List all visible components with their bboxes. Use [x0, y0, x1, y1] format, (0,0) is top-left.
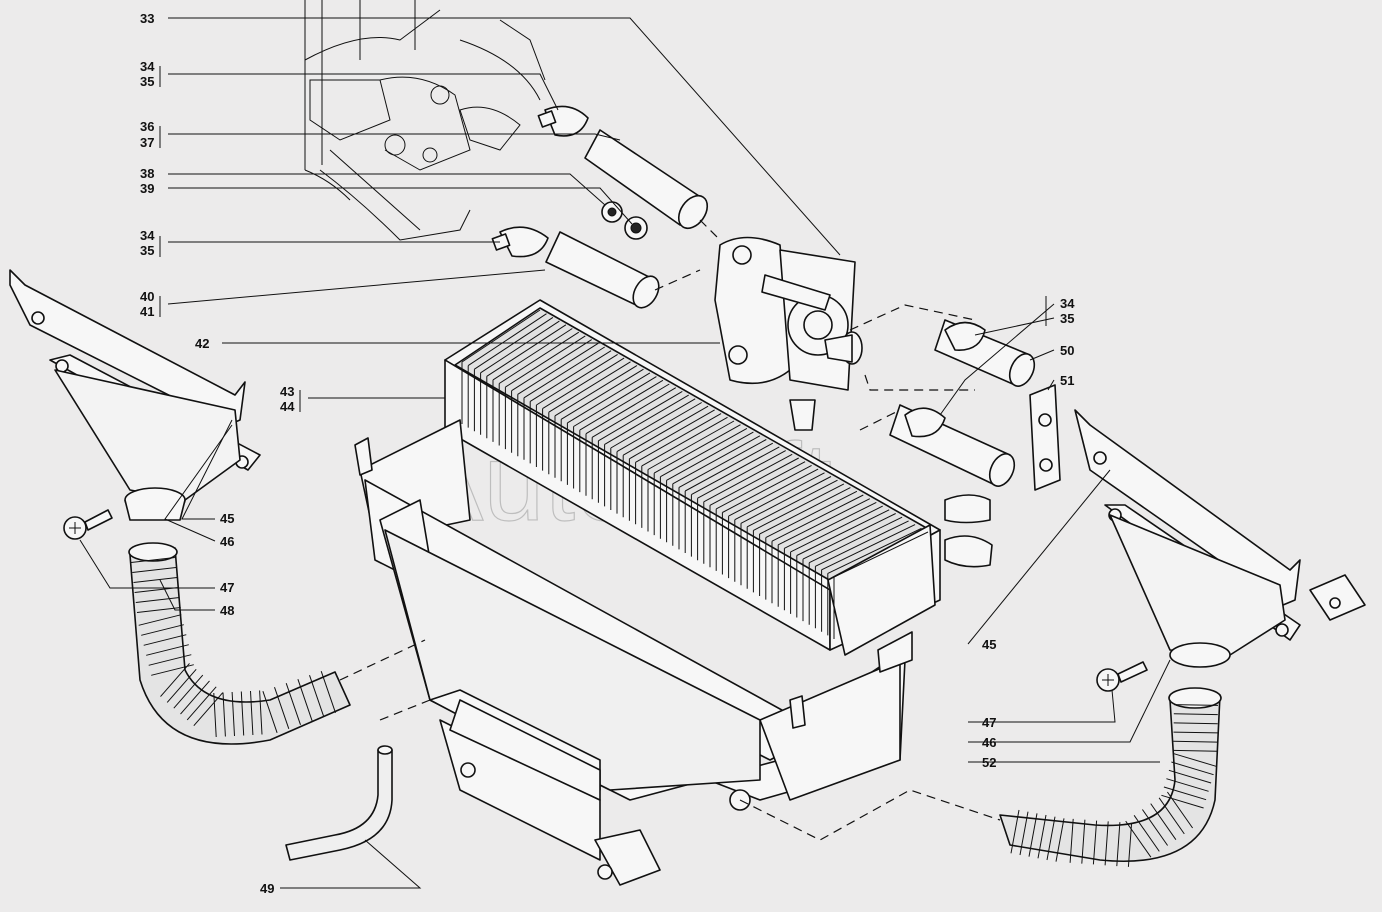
callout-50: 50: [1060, 343, 1074, 358]
heater-housing: [354, 419, 913, 886]
callout-45-right: 45: [982, 637, 996, 652]
heater-core-radiator: [444, 299, 993, 656]
right-flex-hose-52: [999, 687, 1222, 867]
callout-45-left: 45: [220, 511, 234, 526]
callout-47-right: 47: [982, 715, 996, 730]
left-air-duct: [9, 269, 261, 521]
callout-46-left: 46: [220, 534, 234, 549]
left-flex-hose-48: [128, 542, 351, 745]
callout-34: 34: [140, 59, 155, 74]
engine-bay-background: [304, 0, 546, 241]
callout-34-b: 34: [140, 228, 155, 243]
callout-44: 44: [280, 399, 295, 414]
callout-35: 35: [140, 74, 154, 89]
right-air-duct: [1074, 409, 1366, 668]
short-hose-50: [934, 319, 1036, 387]
callout-39: 39: [140, 181, 154, 196]
callout-49: 49: [260, 881, 274, 896]
dashed-outline-valve: [654, 219, 976, 431]
callout-35-c: 35: [1060, 311, 1074, 326]
leader-lines: [79, 17, 1171, 889]
callout-37: 37: [140, 135, 154, 150]
left-screw-47: [63, 509, 113, 540]
drain-tube-49: [285, 745, 393, 861]
callout-41: 41: [140, 304, 154, 319]
callout-40: 40: [140, 289, 154, 304]
callout-47-left: 47: [220, 580, 234, 595]
bracket-51: [1029, 384, 1061, 491]
dashed-outline-housing: [339, 639, 1001, 841]
hose-clamp-top: [537, 105, 589, 137]
hose-40-41: [545, 231, 660, 309]
callout-52: 52: [982, 755, 996, 770]
callout-51: 51: [1060, 373, 1074, 388]
short-hose-lower: [889, 404, 1016, 487]
callout-48: 48: [220, 603, 234, 618]
callout-42: 42: [195, 336, 209, 351]
nut-and-washer: [601, 201, 648, 240]
callout-36: 36: [140, 119, 154, 134]
callout-34-c: 34: [1060, 296, 1075, 311]
heater-valve-assembly: [714, 236, 863, 431]
hose-clamp-middle: [491, 226, 549, 258]
callout-33: 33: [140, 11, 154, 26]
right-screw-47: [1096, 661, 1148, 692]
callout-labels: 33 34 35 36 37 38 39 34 35 40 41 42 43 4…: [140, 11, 1075, 896]
callout-35-b: 35: [140, 243, 154, 258]
callout-38: 38: [140, 166, 154, 181]
callout-43: 43: [280, 384, 294, 399]
callout-46-right: 46: [982, 735, 996, 750]
